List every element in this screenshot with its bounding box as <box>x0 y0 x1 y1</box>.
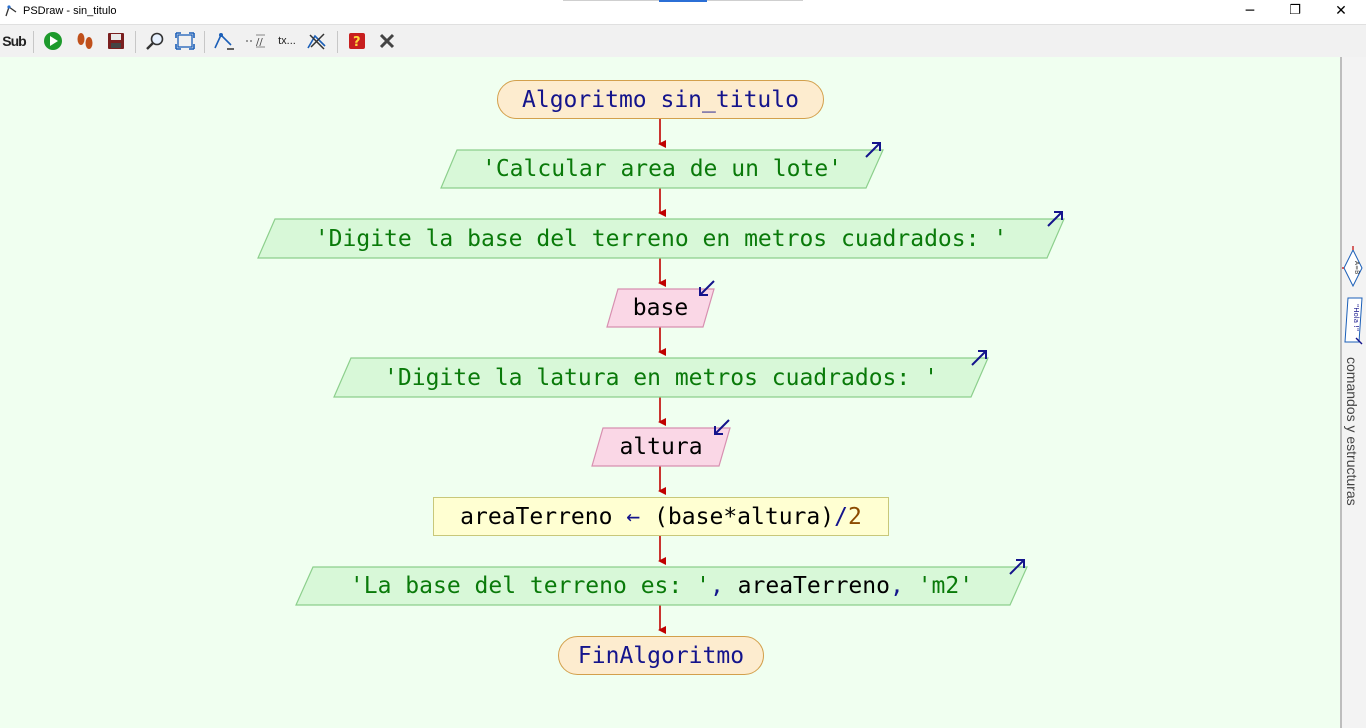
assign-divide: / <box>834 503 848 530</box>
flow-cross-icon <box>307 33 326 50</box>
close-icon <box>379 33 395 49</box>
fit-view-button[interactable] <box>172 29 198 53</box>
read-block-1-text: base <box>632 295 689 321</box>
toolbar-separator <box>33 31 34 53</box>
write-block-1-text: 'Calcular area de un lote' <box>481 156 843 182</box>
output-arrow-icon <box>971 350 987 366</box>
assign-arrow: ← <box>626 503 641 530</box>
write-block-shape[interactable] <box>257 218 1065 259</box>
write-block-shape[interactable] <box>295 566 1028 606</box>
write-structure-text: "Hola !" <box>1352 304 1360 331</box>
save-button[interactable] <box>103 29 129 53</box>
flow-options-button[interactable] <box>304 29 330 53</box>
write-block-3-text: 'Digite la latura en metros cuadrados: ' <box>384 364 938 391</box>
commands-side-panel[interactable] <box>1340 57 1366 728</box>
step-by-step-button[interactable] <box>72 29 98 53</box>
write-block-shape[interactable] <box>440 149 884 189</box>
end-block[interactable]: FinAlgoritmo <box>558 636 764 675</box>
toolbar: Sub <box>0 24 1366 58</box>
toolbar-separator <box>337 31 338 53</box>
read-block-shape[interactable] <box>591 427 731 467</box>
assign-number: 2 <box>847 503 862 530</box>
title-bar: PSDraw - sin_titulo ─ ❐ ✕ <box>0 0 1366 24</box>
assign-block[interactable]: areaTerreno ← (base*altura)/2 <box>433 497 889 536</box>
help-icon: ? <box>349 33 365 50</box>
start-label: Algoritmo sin_titulo <box>522 86 799 113</box>
play-icon <box>44 32 62 50</box>
tab-active-indicator <box>659 0 707 2</box>
close-window-button[interactable]: ✕ <box>1335 3 1347 19</box>
read-block-shape[interactable] <box>606 288 715 328</box>
window-title: PSDraw - sin_titulo <box>23 5 117 17</box>
write4-string-2: 'm2' <box>917 573 974 599</box>
output-arrow-icon <box>1047 211 1063 227</box>
svg-text:?: ? <box>353 35 361 50</box>
assign-close-paren: ) <box>820 503 835 530</box>
close-diagram-button[interactable] <box>374 29 400 53</box>
footsteps-icon <box>77 33 93 49</box>
assign-open-paren: ( <box>654 503 668 530</box>
input-arrow-icon <box>699 280 715 296</box>
output-arrow-icon <box>1009 559 1025 575</box>
end-label: FinAlgoritmo <box>577 642 745 669</box>
write4-string-1: 'La base del terreno es: ' <box>349 573 710 599</box>
svg-text://: // <box>256 37 263 48</box>
side-panel-icons: A=B "Hola !" <box>1342 246 1363 345</box>
write-block-shape[interactable] <box>333 357 989 398</box>
run-button[interactable] <box>40 29 66 53</box>
side-panel-label[interactable]: comandos y estructuras <box>1340 357 1366 527</box>
text-tool-icon: tx... <box>278 35 296 47</box>
magnifier-icon <box>146 32 164 50</box>
write4-comma-1: , <box>709 573 724 599</box>
toolbar-separator <box>204 31 205 53</box>
restore-button[interactable]: ❐ <box>1289 3 1301 18</box>
toolbar-separator <box>135 31 136 53</box>
comment-icon: // <box>246 34 265 48</box>
write-structure-icon[interactable]: "Hola !" <box>1344 297 1363 345</box>
minimize-button[interactable]: ─ <box>1245 3 1255 19</box>
write-block-2-text: 'Digite la base del terreno en metros cu… <box>314 225 1008 252</box>
write4-variable: areaTerreno <box>737 573 890 599</box>
assign-operator: * <box>723 503 738 530</box>
start-block[interactable]: Algoritmo sin_titulo <box>497 80 824 119</box>
assign-target: areaTerreno <box>460 503 613 530</box>
zoom-button[interactable] <box>142 29 168 53</box>
write4-comma-2: , <box>889 573 904 599</box>
save-icon <box>108 33 124 49</box>
help-button[interactable]: ? <box>344 29 370 53</box>
assign-operand-a: base <box>667 503 724 530</box>
input-arrow-icon <box>714 419 730 435</box>
text-tool-button[interactable]: tx... <box>274 29 300 53</box>
side-panel-label-text: comandos y estructuras <box>1344 357 1360 506</box>
flow-edit-icon <box>214 33 234 50</box>
sub-icon: Sub <box>2 33 26 49</box>
read-block-2-text: altura <box>619 434 703 460</box>
output-arrow-icon <box>865 142 881 158</box>
app-icon <box>5 5 17 17</box>
assign-structure-text: A=B <box>1353 261 1360 274</box>
assign-operand-b: altura <box>737 503 821 530</box>
assign-structure-icon[interactable]: A=B <box>1342 246 1363 288</box>
draw-flow-button[interactable] <box>211 29 237 53</box>
sub-button[interactable]: Sub <box>1 29 27 53</box>
expand-icon <box>175 32 195 50</box>
comment-button[interactable]: // <box>243 29 269 53</box>
write-block-4-text: 'La base del terreno es: ', areaTerreno,… <box>296 567 1027 605</box>
